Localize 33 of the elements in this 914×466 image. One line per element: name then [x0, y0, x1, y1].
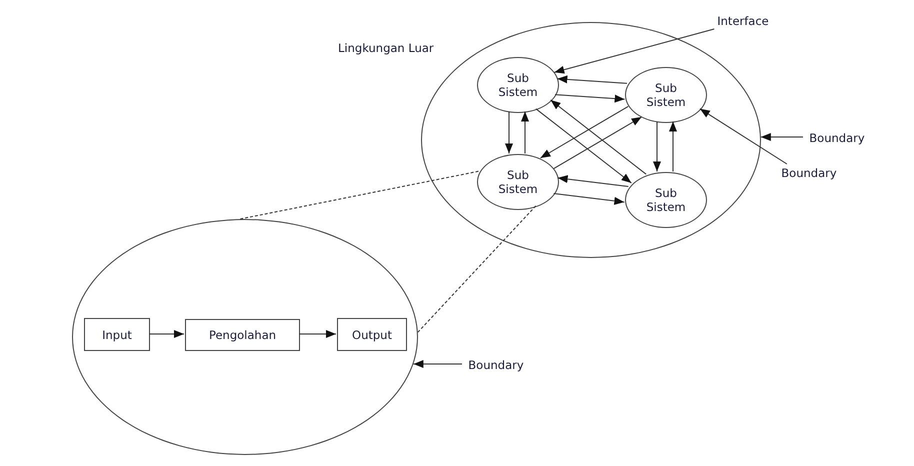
arrow [553, 193, 625, 205]
boundary-ellipse [72, 219, 418, 455]
arrow [550, 100, 647, 175]
arrow [505, 111, 513, 154]
subsystem-ellipse: Sub Sistem [477, 57, 559, 113]
arrow [699, 108, 788, 164]
environment-label: Lingkungan Luar [338, 40, 434, 57]
arrow [556, 75, 628, 84]
arrow [298, 330, 336, 338]
arrow [554, 28, 715, 74]
arrow [148, 330, 184, 338]
arrow [535, 108, 632, 184]
subsystem-ellipse: Sub Sistem [477, 154, 559, 210]
subsystem-ellipse: Sub Sistem [625, 172, 707, 228]
arrow [540, 106, 629, 158]
callout-text: Boundary [803, 129, 871, 146]
arrow [521, 111, 529, 154]
process-box: Output [337, 318, 407, 351]
arrow [653, 121, 661, 172]
arrow [760, 133, 804, 141]
callout-text: Boundary [462, 356, 530, 373]
process-box: Input [84, 318, 150, 351]
arrow [553, 116, 642, 170]
arrow [557, 175, 629, 187]
subsystem-ellipse: Sub Sistem [625, 67, 707, 123]
dashed-line [239, 170, 479, 220]
process-box: Pengolahan [185, 319, 300, 351]
arrow [554, 94, 626, 103]
dashed-line [417, 205, 536, 333]
callout-text: Interface [712, 12, 774, 29]
arrow [412, 360, 462, 368]
arrow [669, 121, 677, 172]
callout-text: Boundary [775, 164, 843, 181]
